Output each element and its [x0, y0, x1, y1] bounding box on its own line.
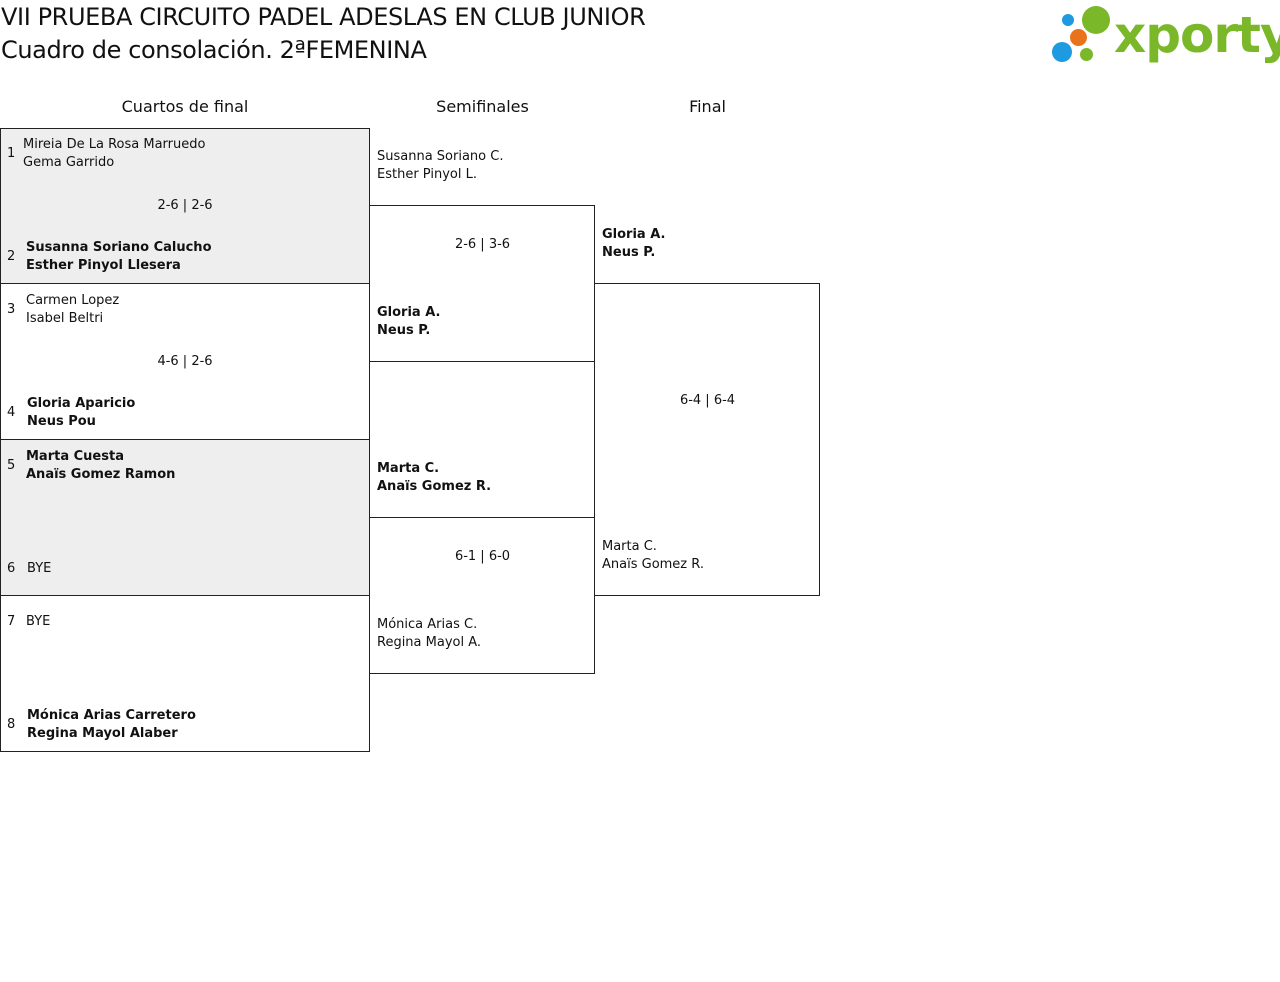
player-name: Regina Mayol Alaber	[27, 726, 178, 741]
quarterfinal-match-1	[0, 128, 370, 284]
match-score: 4-6 | 2-6	[157, 354, 213, 369]
player-name: BYE	[27, 561, 52, 576]
player-name: Anaïs Gomez R.	[377, 479, 492, 494]
player-name: Anaïs Gomez Ramon	[26, 467, 176, 482]
seed-number: 3	[7, 302, 16, 317]
logo-dot-blue-small	[1062, 14, 1074, 26]
player-name: Marta Cuesta	[26, 449, 124, 464]
quarterfinal-match-3	[0, 439, 370, 596]
team-entry[interactable]: Mireia De La Rosa Marruedo Gema Garrido	[23, 136, 205, 172]
team-entry[interactable]: Susanna Soriano C. Esther Pinyol L.	[377, 148, 503, 184]
player-name: Mónica Arias C.	[377, 617, 478, 632]
page-subtitle: Cuadro de consolación. 2ªFEMENINA	[1, 36, 427, 64]
seed-number: 6	[7, 561, 16, 576]
seed-number: 5	[7, 458, 16, 473]
round-header-semifinals: Semifinales	[436, 97, 529, 116]
round-header-quarterfinals: Cuartos de final	[121, 97, 249, 116]
match-score: 6-1 | 6-0	[454, 549, 511, 564]
player-name: Gema Garrido	[23, 155, 115, 170]
team-entry[interactable]: Mónica Arias C. Regina Mayol A.	[377, 616, 481, 652]
page-title: VII PRUEBA CIRCUITO PADEL ADESLAS EN CLU…	[1, 3, 646, 31]
final-match	[594, 283, 820, 596]
player-name: Gloria Aparicio	[27, 396, 136, 411]
player-name: Neus P.	[602, 245, 656, 260]
player-name: Anaïs Gomez R.	[602, 557, 704, 572]
player-name: Gloria A.	[377, 305, 441, 320]
team-entry-bye: BYE	[27, 560, 51, 578]
team-entry-winner[interactable]: Gloria A. Neus P.	[602, 226, 665, 262]
player-name: BYE	[26, 614, 51, 629]
player-name: Mónica Arias Carretero	[27, 708, 196, 723]
team-entry-winner[interactable]: Gloria A. Neus P.	[377, 304, 440, 340]
player-name: Marta C.	[377, 461, 440, 476]
logo-dot-green-small	[1080, 48, 1093, 61]
seed-number: 4	[7, 405, 16, 420]
player-name: Carmen Lopez	[26, 293, 120, 308]
seed-number: 1	[7, 146, 16, 161]
player-name: Neus Pou	[27, 414, 96, 429]
logo-wordmark: xporty	[1114, 6, 1280, 64]
team-entry-winner[interactable]: Mónica Arias Carretero Regina Mayol Alab…	[27, 707, 196, 743]
team-entry-winner[interactable]: Marta Cuesta Anaïs Gomez Ramon	[26, 448, 175, 484]
player-name: Marta C.	[602, 539, 657, 554]
team-entry-winner[interactable]: Marta C. Anaïs Gomez R.	[377, 460, 491, 496]
logo-dot-orange	[1070, 29, 1087, 46]
match-score: 2-6 | 3-6	[454, 237, 511, 252]
seed-number: 2	[7, 249, 16, 264]
team-entry-winner[interactable]: Susanna Soriano Calucho Esther Pinyol Ll…	[26, 239, 212, 275]
round-header-final: Final	[689, 97, 726, 116]
team-entry-bye: BYE	[26, 613, 50, 631]
player-name: Esther Pinyol L.	[377, 167, 477, 182]
player-name: Esther Pinyol Llesera	[26, 258, 181, 273]
player-name: Regina Mayol A.	[377, 635, 482, 650]
seed-number: 8	[7, 717, 16, 732]
player-name: Mireia De La Rosa Marruedo	[23, 137, 206, 152]
match-score: 6-4 | 6-4	[679, 393, 736, 408]
match-score: 2-6 | 2-6	[157, 198, 213, 213]
player-name: Neus P.	[377, 323, 431, 338]
logo-dot-blue-large	[1052, 42, 1072, 62]
player-name: Gloria A.	[602, 227, 666, 242]
player-name: Susanna Soriano Calucho	[26, 240, 212, 255]
xporty-logo[interactable]: xporty	[1050, 4, 1280, 66]
logo-dot-green-large	[1082, 6, 1110, 34]
player-name: Susanna Soriano C.	[377, 149, 504, 164]
seed-number: 7	[7, 614, 16, 629]
player-name: Isabel Beltri	[26, 311, 104, 326]
team-entry[interactable]: Marta C. Anaïs Gomez R.	[602, 538, 704, 574]
team-entry[interactable]: Carmen Lopez Isabel Beltri	[26, 292, 119, 328]
team-entry-winner[interactable]: Gloria Aparicio Neus Pou	[27, 395, 135, 431]
